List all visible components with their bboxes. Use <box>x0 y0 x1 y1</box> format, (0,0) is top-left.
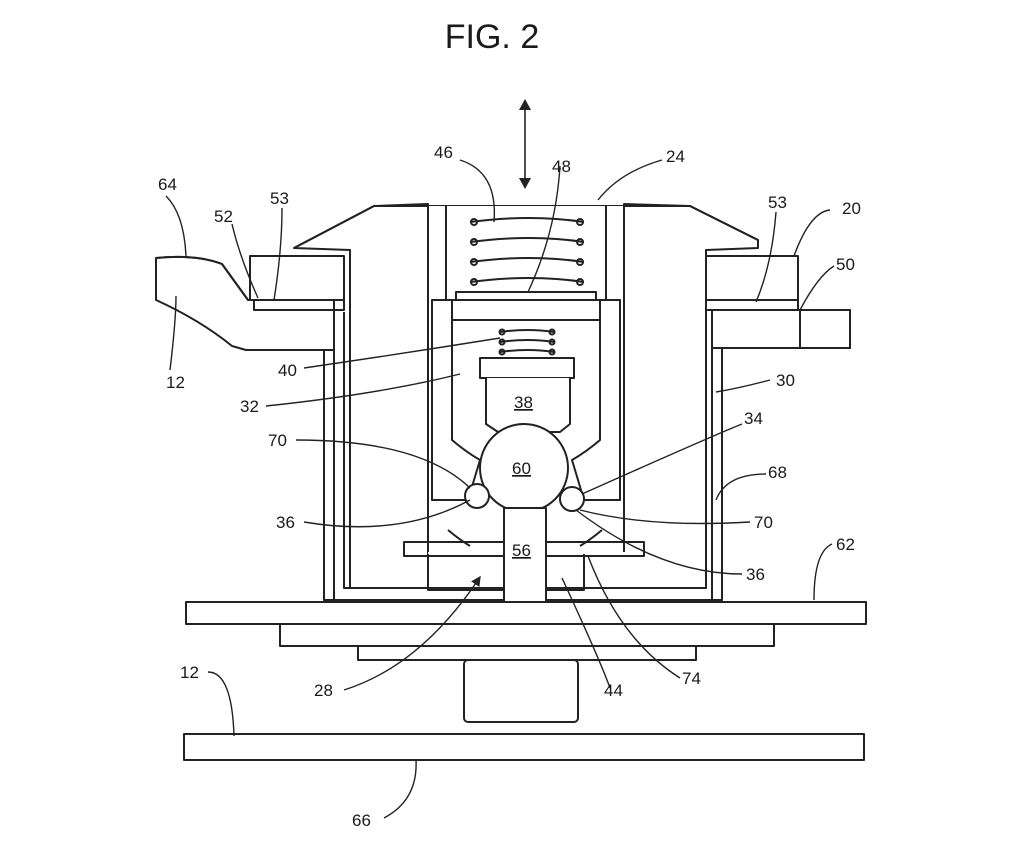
washer-left <box>403 541 505 557</box>
plate-lower <box>279 623 775 647</box>
label-40: 40 <box>278 361 297 380</box>
label-20: 20 <box>842 199 861 218</box>
label-30: 30 <box>776 371 795 390</box>
label-53-right: 53 <box>768 193 787 212</box>
plate-62 <box>185 601 867 625</box>
panel-right <box>711 309 851 349</box>
label-66: 66 <box>352 811 371 830</box>
label-48: 48 <box>552 157 571 176</box>
label-38: 38 <box>514 393 533 412</box>
label-60: 60 <box>512 459 531 478</box>
flange-20-right <box>705 255 799 301</box>
label-28: 28 <box>314 681 333 700</box>
label-64: 64 <box>158 175 177 194</box>
spring-46 <box>469 217 585 286</box>
label-56: 56 <box>512 541 531 560</box>
spring-40 <box>498 328 556 356</box>
movement-arrow <box>519 99 531 189</box>
ball-70-left <box>464 483 490 509</box>
washer-right <box>545 541 645 557</box>
plate-lower-2 <box>357 645 697 661</box>
stud <box>463 659 579 723</box>
leader-lines <box>165 159 835 819</box>
label-68: 68 <box>768 463 787 482</box>
label-53-left: 53 <box>270 189 289 208</box>
label-24: 24 <box>666 147 685 166</box>
label-52: 52 <box>214 207 233 226</box>
label-74: 74 <box>682 669 701 688</box>
gasket-53-right <box>705 299 799 311</box>
label-36-right: 36 <box>746 565 765 584</box>
label-36-left: 36 <box>276 513 295 532</box>
label-62: 62 <box>836 535 855 554</box>
label-34: 34 <box>744 409 763 428</box>
panel-bottom-66 <box>183 733 865 761</box>
label-32: 32 <box>240 397 259 416</box>
panel-left <box>155 255 335 351</box>
label-12-top: 12 <box>166 373 185 392</box>
label-44: 44 <box>604 681 623 700</box>
element-38 <box>479 357 575 433</box>
label-46: 46 <box>434 143 453 162</box>
label-50: 50 <box>836 255 855 274</box>
gasket-53-left <box>253 299 345 311</box>
figure-title: FIG. 2 <box>445 18 539 56</box>
label-70-left: 70 <box>268 431 287 450</box>
flange-20-left <box>249 255 345 301</box>
plate-48 <box>455 291 597 301</box>
label-70-right: 70 <box>754 513 773 532</box>
ball-70-right <box>559 486 585 512</box>
label-12-bottom: 12 <box>180 663 199 682</box>
